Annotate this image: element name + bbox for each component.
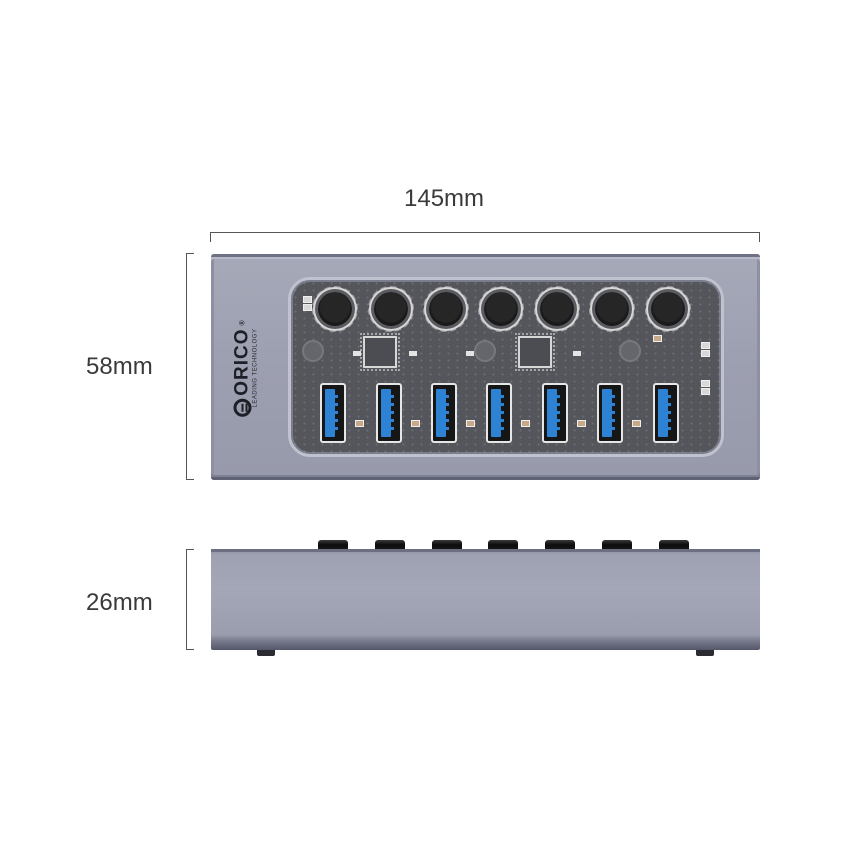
capacitor (619, 340, 641, 362)
depth-dimension-label: 26mm (86, 589, 153, 616)
smd-component (701, 380, 710, 387)
brand-name: ORICO (231, 328, 253, 396)
power-switch-1[interactable] (312, 286, 358, 332)
led-indicator (409, 351, 417, 356)
power-switch-3[interactable] (423, 286, 469, 332)
depth-dimension-bracket (186, 549, 194, 650)
usb-port-6[interactable] (597, 383, 623, 443)
power-switch-2[interactable] (368, 286, 414, 332)
usb-port-4[interactable] (486, 383, 512, 443)
smd-component (411, 420, 420, 427)
power-switch-7[interactable] (645, 286, 691, 332)
width-dimension-label: 145mm (404, 185, 485, 212)
capacitor (474, 340, 496, 362)
usb-hub-top-view: ORICO ® LEADING TECHNOLOGY (211, 254, 760, 480)
usb-port-1[interactable] (320, 383, 346, 443)
smd-component (521, 420, 530, 427)
smd-component (653, 335, 662, 342)
led-indicator (573, 351, 581, 356)
smd-component (303, 296, 312, 303)
rubber-foot-left (257, 650, 275, 656)
controller-chip-2 (515, 333, 555, 371)
registered-mark: ® (239, 319, 246, 326)
height-dimension-label: 58mm (86, 353, 153, 380)
brand-tagline: LEADING TECHNOLOGY (252, 328, 259, 408)
power-switch-4[interactable] (478, 286, 524, 332)
width-dimension-bracket (210, 232, 760, 242)
orico-logo-icon (233, 398, 252, 417)
controller-chip-1 (360, 333, 400, 371)
smd-component (701, 350, 710, 357)
transparent-window (288, 277, 724, 457)
capacitor (302, 340, 324, 362)
power-switch-5[interactable] (534, 286, 580, 332)
usb-port-3[interactable] (431, 383, 457, 443)
smd-component (355, 420, 364, 427)
usb-port-7[interactable] (653, 383, 679, 443)
usb-hub-side-view (211, 549, 760, 650)
smd-component (701, 342, 710, 349)
usb-port-5[interactable] (542, 383, 568, 443)
smd-component (303, 304, 312, 311)
led-indicator (353, 351, 361, 356)
height-dimension-bracket (186, 253, 194, 480)
led-indicator (466, 351, 474, 356)
smd-component (632, 420, 641, 427)
smd-component (466, 420, 475, 427)
smd-component (701, 388, 710, 395)
brand-logo: ORICO ® LEADING TECHNOLOGY (225, 302, 265, 434)
power-switch-6[interactable] (589, 286, 635, 332)
rubber-foot-right (696, 650, 714, 656)
smd-component (577, 420, 586, 427)
usb-port-2[interactable] (376, 383, 402, 443)
